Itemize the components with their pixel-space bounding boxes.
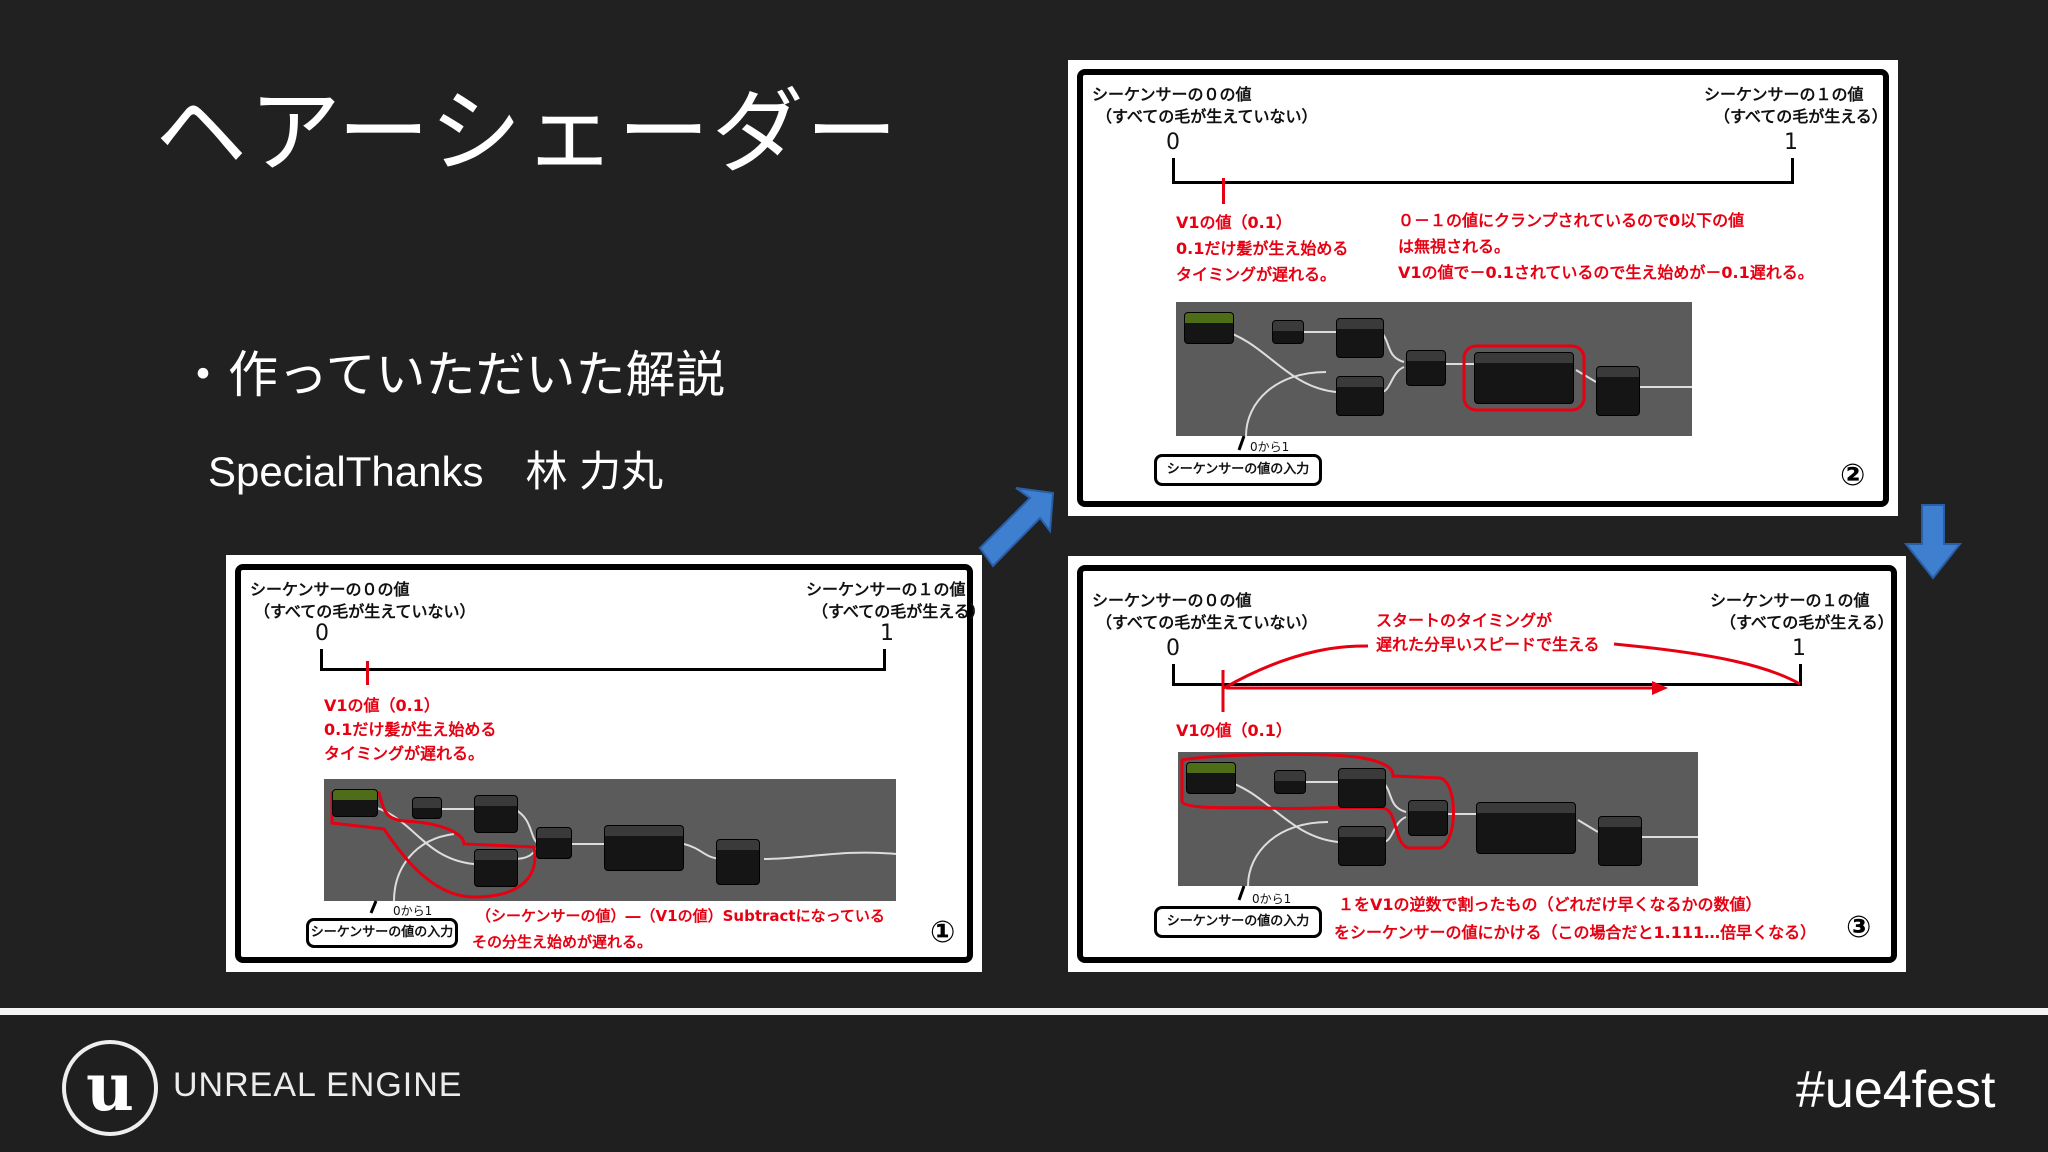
node-multiply <box>1406 350 1446 386</box>
special-thanks: SpecialThanks 林 力丸 <box>208 448 664 495</box>
node-v1 <box>1184 312 1234 344</box>
event-hashtag: #ue4fest <box>1796 1061 1996 1119</box>
right-label: シーケンサーの１の値 <box>1704 85 1864 104</box>
node-subtract <box>474 849 518 887</box>
left-sublabel: （すべての毛が生えていない） <box>254 602 476 621</box>
speed-arrows <box>1221 642 1801 712</box>
node-divide <box>1338 768 1386 808</box>
right-sublabel: （すべての毛が生える） <box>1714 107 1888 126</box>
node-v1 <box>332 789 378 817</box>
note-1: 0.1だけ髪が生え始める <box>1176 239 1349 258</box>
v1-tick <box>1222 178 1225 204</box>
node-divide <box>1336 318 1384 358</box>
bottom-note-2: をシーケンサーの値にかける（この場合だと1.111…倍早くなる） <box>1334 923 1817 942</box>
range-label: 0から1 <box>393 904 433 918</box>
bottom-note-2: その分生え始めが遅れる。 <box>472 933 653 951</box>
one-label: 1 <box>880 621 894 646</box>
node-lerp <box>1598 816 1642 866</box>
panel-number: ① <box>930 915 956 950</box>
timeline-scale <box>320 649 886 671</box>
note-1: 0.1だけ髪が生え始める <box>324 720 497 739</box>
arrow-down-icon <box>1903 504 1963 580</box>
panel-3: シーケンサーの０の値 （すべての毛が生えていない） シーケンサーの１の値 （すべ… <box>1068 556 1906 972</box>
unreal-logo-icon <box>62 1040 158 1136</box>
unreal-engine-logo-text: UNREAL ENGINE <box>173 1066 463 1104</box>
node-constant <box>1272 320 1304 344</box>
right-sublabel: （すべての毛が生える） <box>1720 613 1894 632</box>
note-2: タイミングが遅れる。 <box>324 744 485 763</box>
panel-number: ③ <box>1846 910 1872 945</box>
right-label: シーケンサーの１の値 <box>806 580 966 599</box>
zero-label: 0 <box>1166 636 1180 661</box>
panel-number: ② <box>1840 458 1866 493</box>
footer-separator <box>0 1008 2048 1015</box>
sequencer-input-box: シーケンサーの値の入力 <box>306 918 458 948</box>
node-constant <box>412 797 442 819</box>
node-lerp <box>716 839 760 885</box>
bullet-explanation: ・作っていただいた解説 <box>178 346 726 404</box>
left-label: シーケンサーの０の値 <box>1092 85 1252 104</box>
clamp-note-2: は無視される。 <box>1398 237 1511 256</box>
note-2: タイミングが遅れる。 <box>1176 265 1337 284</box>
node-clamp <box>604 825 684 871</box>
node-subtract <box>1338 826 1386 866</box>
range-label: 0から1 <box>1250 440 1290 454</box>
node-v1 <box>1186 762 1236 794</box>
arrow-up-right-icon <box>978 487 1055 568</box>
zero-label: 0 <box>1166 130 1180 155</box>
panel-1: シーケンサーの０の値 （すべての毛が生えていない） シーケンサーの１の値 （すべ… <box>226 555 986 972</box>
v1-value: V1の値（0.1） <box>1176 721 1292 740</box>
node-clamp <box>1474 352 1574 404</box>
one-label: 1 <box>1792 636 1806 661</box>
node-clamp <box>1476 802 1576 854</box>
v1-value: V1の値（0.1） <box>324 696 440 715</box>
node-multiply <box>1408 800 1448 836</box>
node-constant <box>1274 770 1306 794</box>
material-graph <box>1178 752 1698 886</box>
left-sublabel: （すべての毛が生えていない） <box>1096 613 1318 632</box>
node-divide <box>474 795 518 833</box>
panel-2: シーケンサーの０の値 （すべての毛が生えていない） シーケンサーの１の値 （すべ… <box>1068 60 1898 516</box>
sequencer-input-box: シーケンサーの値の入力 <box>1154 454 1322 486</box>
right-label: シーケンサーの１の値 <box>1710 591 1870 610</box>
clamp-note-3: V1の値で－0.1されているので生え始めが－0.1遅れる。 <box>1398 263 1814 282</box>
node-subtract <box>1336 376 1384 416</box>
left-label: シーケンサーの０の値 <box>1092 591 1252 610</box>
range-label: 0から1 <box>1252 892 1292 906</box>
left-label: シーケンサーの０の値 <box>250 580 410 599</box>
unreal-logo-glyph: u <box>86 1048 134 1126</box>
sequencer-input-box: シーケンサーの値の入力 <box>1154 906 1322 938</box>
material-graph <box>1176 302 1692 436</box>
node-multiply <box>536 827 572 859</box>
timeline-scale <box>1172 158 1794 184</box>
node-lerp <box>1596 366 1640 416</box>
clamp-note-1: ０－１の値にクランプされているので0以下の値 <box>1398 211 1745 230</box>
bottom-note-1: （シーケンサーの値）―（V1の値）Subtractになっている <box>476 907 885 925</box>
left-sublabel: （すべての毛が生えていない） <box>1096 107 1318 126</box>
v1-value: V1の値（0.1） <box>1176 213 1292 232</box>
one-label: 1 <box>1784 130 1798 155</box>
zero-label: 0 <box>315 621 329 646</box>
slide-title: ヘアーシェーダー <box>155 79 900 186</box>
bottom-note-1: １をV1の逆数で割ったもの（どれだけ早くなるかの数値） <box>1338 895 1762 914</box>
timeline-scale <box>1172 664 1802 686</box>
v1-tick <box>366 661 369 685</box>
material-graph <box>324 779 896 901</box>
speed-note-2: 遅れた分早いスピードで生える <box>1376 635 1600 654</box>
footer-bar <box>0 1015 2048 1152</box>
right-sublabel: （すべての毛が生える） <box>812 602 986 621</box>
speed-note-1: スタートのタイミングが <box>1376 611 1553 630</box>
